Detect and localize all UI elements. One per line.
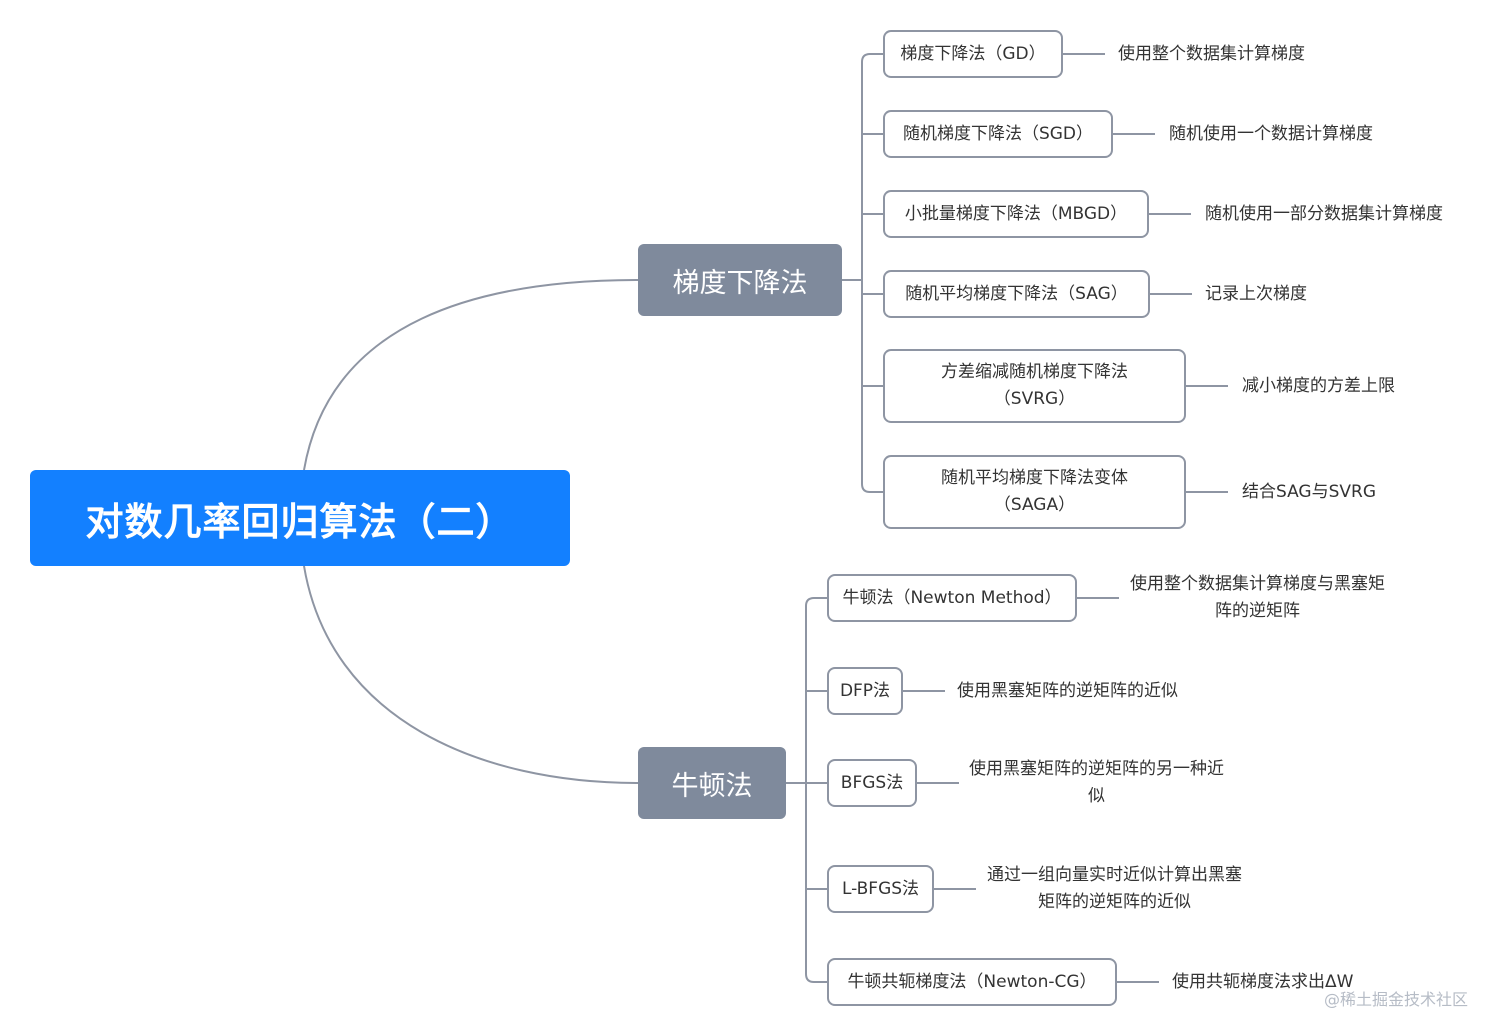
- leaf-label: 小批量梯度下降法（MBGD）: [904, 203, 1128, 224]
- note-line1: 使用黑塞矩阵的逆矩阵的另一种近: [969, 759, 1224, 779]
- leaf-label: BFGS法: [840, 772, 904, 793]
- leaf-label: 梯度下降法（GD）: [900, 43, 1046, 64]
- leaf-gd[interactable]: 梯度下降法（GD）: [883, 30, 1063, 78]
- leaf-l-bfgs[interactable]: L-BFGS法: [827, 865, 934, 913]
- branch-label: 梯度下降法: [672, 267, 808, 299]
- note-line2: 矩阵的逆矩阵的近似: [1038, 892, 1191, 912]
- note-dfp: 使用黑塞矩阵的逆矩阵的近似: [957, 678, 1178, 705]
- branch-label: 牛顿法: [671, 770, 753, 802]
- note-saga: 结合SAG与SVRG: [1242, 479, 1376, 506]
- note-line: 使用共轭梯度法求出ΔW: [1172, 972, 1354, 992]
- leaf-mbgd[interactable]: 小批量梯度下降法（MBGD）: [883, 190, 1149, 238]
- note-mbgd: 随机使用一部分数据集计算梯度: [1205, 201, 1443, 228]
- note-line: 使用整个数据集计算梯度: [1118, 44, 1305, 64]
- note-l-bfgs: 通过一组向量实时近似计算出黑塞 矩阵的逆矩阵的近似: [987, 862, 1242, 916]
- note-newton-method: 使用整个数据集计算梯度与黑塞矩 阵的逆矩阵: [1130, 571, 1385, 625]
- note-sgd: 随机使用一个数据计算梯度: [1169, 121, 1373, 148]
- leaf-label: L-BFGS法: [841, 878, 920, 899]
- note-line2: 阵的逆矩阵: [1215, 601, 1300, 621]
- note-gd: 使用整个数据集计算梯度: [1118, 41, 1305, 68]
- branch-gradient-descent[interactable]: 梯度下降法: [638, 244, 842, 316]
- leaf-sgd[interactable]: 随机梯度下降法（SGD）: [883, 110, 1113, 158]
- leaf-label-line2: （SAGA）: [993, 495, 1076, 515]
- note-newton-cg: 使用共轭梯度法求出ΔW: [1172, 969, 1353, 996]
- note-line1: 使用整个数据集计算梯度与黑塞矩: [1130, 574, 1385, 594]
- root-title: 对数几率回归算法（二）: [85, 499, 515, 544]
- note-sag: 记录上次梯度: [1205, 281, 1307, 308]
- note-line: 记录上次梯度: [1205, 284, 1307, 304]
- leaf-label: 牛顿共轭梯度法（Newton-CG）: [847, 971, 1097, 992]
- leaf-dfp[interactable]: DFP法: [827, 667, 903, 715]
- leaf-sag[interactable]: 随机平均梯度下降法（SAG）: [883, 270, 1150, 318]
- note-bfgs: 使用黑塞矩阵的逆矩阵的另一种近 似: [969, 756, 1224, 810]
- leaf-label: DFP法: [839, 680, 891, 701]
- note-svrg: 减小梯度的方差上限: [1242, 373, 1395, 400]
- watermark: @稀土掘金技术社区: [1324, 990, 1469, 1009]
- leaf-label-line1: 方差缩减随机梯度下降法: [941, 362, 1128, 382]
- leaf-label: 随机平均梯度下降法（SAG）: [905, 283, 1128, 304]
- root-topic[interactable]: 对数几率回归算法（二）: [30, 470, 570, 566]
- leaf-label: 牛顿法（Newton Method）: [842, 587, 1062, 608]
- leaf-label-line1: 随机平均梯度下降法变体: [941, 468, 1128, 488]
- leaf-newton-method[interactable]: 牛顿法（Newton Method）: [827, 574, 1077, 622]
- note-line: 使用黑塞矩阵的逆矩阵的近似: [957, 681, 1178, 701]
- note-line: 减小梯度的方差上限: [1242, 376, 1395, 396]
- note-line: 结合SAG与SVRG: [1242, 482, 1377, 502]
- leaf-svrg[interactable]: 方差缩减随机梯度下降法 （SVRG）: [883, 349, 1186, 423]
- note-line2: 似: [1088, 786, 1105, 806]
- leaf-saga[interactable]: 随机平均梯度下降法变体 （SAGA）: [883, 455, 1186, 529]
- leaf-newton-cg[interactable]: 牛顿共轭梯度法（Newton-CG）: [827, 958, 1117, 1006]
- note-line: 随机使用一部分数据集计算梯度: [1205, 204, 1443, 224]
- branch-newton[interactable]: 牛顿法: [638, 747, 786, 819]
- leaf-bfgs[interactable]: BFGS法: [827, 759, 917, 807]
- note-line1: 通过一组向量实时近似计算出黑塞: [987, 865, 1242, 885]
- leaf-label: 随机梯度下降法（SGD）: [902, 123, 1094, 144]
- leaf-label-line2: （SVRG）: [993, 389, 1076, 409]
- note-line: 随机使用一个数据计算梯度: [1169, 124, 1373, 144]
